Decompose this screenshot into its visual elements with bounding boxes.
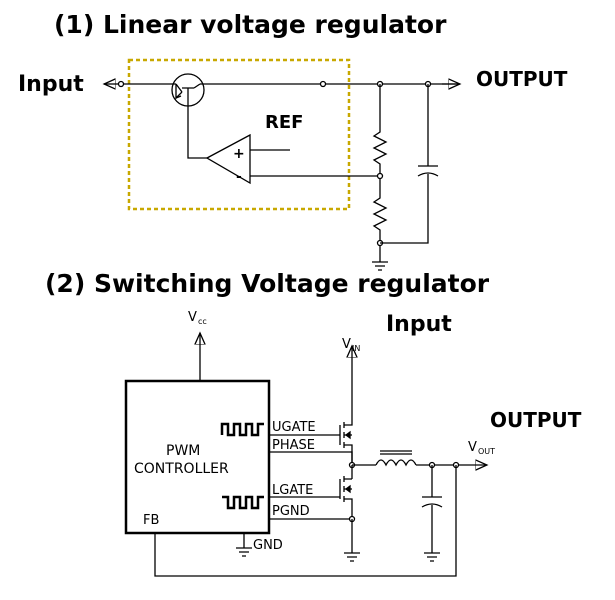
output-inductor-icon bbox=[375, 459, 417, 467]
regulator-block-outline bbox=[127, 58, 351, 211]
controller-ground-icon bbox=[236, 533, 252, 557]
vin-sub: IN bbox=[352, 344, 360, 353]
pin-fb: FB bbox=[143, 513, 159, 528]
ground-icon bbox=[372, 261, 388, 271]
pass-transistor-icon bbox=[171, 73, 205, 107]
output-capacitor-icon bbox=[380, 84, 439, 244]
error-amplifier-icon bbox=[205, 133, 380, 185]
controller-line1: PWM bbox=[166, 443, 200, 459]
opamp-plus: + bbox=[233, 146, 245, 162]
feedback-divider bbox=[372, 84, 388, 262]
vout-sub: OUT bbox=[478, 447, 495, 456]
pin-gnd: GND bbox=[253, 538, 283, 553]
vin-label: V bbox=[342, 337, 351, 352]
ugate-waveform-icon bbox=[220, 422, 264, 437]
capacitor-ground-icon bbox=[424, 552, 440, 562]
vcc-label: V bbox=[188, 310, 197, 325]
pin-phase: PHASE bbox=[272, 438, 315, 453]
pin-ugate: UGATE bbox=[272, 420, 316, 435]
linear-input-label: Input bbox=[18, 72, 84, 97]
linear-regulator-circuit bbox=[104, 58, 460, 271]
pwm-controller-box bbox=[124, 379, 271, 535]
high-side-mosfet-icon bbox=[339, 415, 353, 465]
vout-label: V bbox=[468, 440, 477, 455]
mosfet-ground-icon bbox=[344, 552, 360, 562]
linear-regulator-title: (1) Linear voltage regulator bbox=[54, 10, 447, 39]
opamp-minus: - bbox=[236, 169, 242, 185]
linear-output-label: OUTPUT bbox=[476, 67, 568, 91]
switching-output-capacitor-icon bbox=[421, 465, 443, 553]
switching-regulator-title: (2) Switching Voltage regulator bbox=[45, 269, 490, 298]
pin-pgnd: PGND bbox=[272, 504, 310, 519]
switching-regulator-circuit bbox=[124, 333, 487, 577]
switching-input-label: Input bbox=[386, 312, 452, 337]
switching-output-label: OUTPUT bbox=[490, 408, 582, 432]
ref-label: REF bbox=[265, 112, 304, 133]
feedback-loop bbox=[154, 465, 457, 577]
vcc-sub: cc bbox=[198, 317, 207, 326]
low-side-mosfet-icon bbox=[339, 465, 353, 519]
pin-lgate: LGATE bbox=[272, 483, 313, 498]
controller-line2: CONTROLLER bbox=[134, 461, 229, 477]
lgate-waveform-icon bbox=[222, 495, 264, 510]
